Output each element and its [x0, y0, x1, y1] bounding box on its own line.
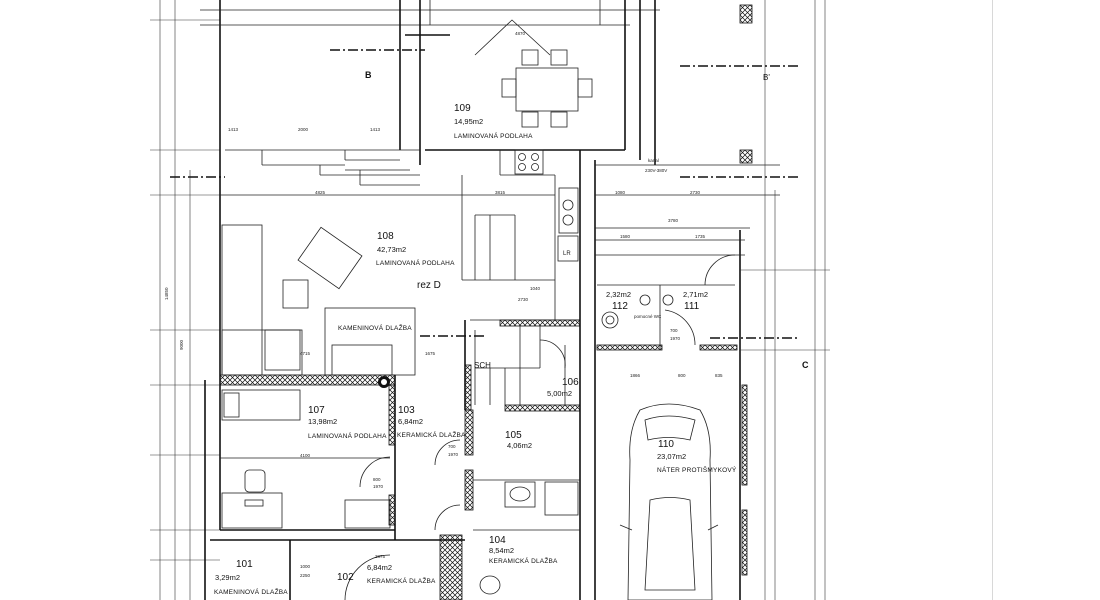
- dimension-label: 13,98m2: [308, 417, 337, 426]
- dimension-label: 14,95m2: [454, 117, 483, 126]
- dimension-label: 2250: [300, 573, 311, 578]
- dimension-label: 2875: [375, 554, 386, 559]
- dimension-label: 700: [448, 444, 456, 449]
- dimension-label: 4100: [300, 453, 311, 458]
- dimension-label: 6,84m2: [367, 563, 392, 572]
- dimension-label: 4825: [315, 190, 326, 195]
- stairs-label: SCH: [474, 361, 491, 370]
- dimension-label: 1413: [228, 127, 239, 132]
- dimension-label: 101: [236, 559, 253, 570]
- dimension-label: 103: [398, 405, 415, 416]
- dim: 14850: [164, 287, 169, 300]
- dimension-label: 2,71m2: [683, 290, 708, 299]
- dimension-label: 800: [678, 373, 686, 378]
- dimension-label: LAMINOVANÁ PODLAHA: [376, 258, 455, 267]
- dimension-label: 1413: [370, 127, 381, 132]
- dimension-label: KAMENINOVÁ DLAŽBA: [214, 587, 288, 596]
- dimension-label: 1080: [615, 190, 626, 195]
- dimension-label: 108: [377, 231, 394, 242]
- dimension-label: 2000: [298, 127, 309, 132]
- dimension-label: 1580: [620, 234, 631, 239]
- dimension-label: 111: [684, 301, 700, 312]
- dimension-label: NÁTER PROTIŠMYKOVÝ: [657, 465, 737, 474]
- dim: 9000: [179, 339, 184, 350]
- dimension-label: 104: [489, 535, 506, 546]
- dimension-label: KERAMICKÁ DLAŽBA: [489, 556, 558, 565]
- dimension-label: 4715: [300, 351, 311, 356]
- dimension-label: 107: [308, 405, 325, 416]
- dimension-label: 700: [670, 328, 678, 333]
- dimension-label: 105: [505, 430, 522, 441]
- dimension-label: 42,73m2: [377, 245, 406, 254]
- dimension-label: 835: [715, 373, 723, 378]
- page-edge: [992, 0, 993, 600]
- dimension-label: 3,29m2: [215, 573, 240, 582]
- dimension-label: 4870: [515, 31, 526, 36]
- dimension-label: LAMINOVANÁ PODLAHA: [454, 131, 533, 140]
- section-cuts: B B' C rez D SCH kanal 230V-380V: [170, 49, 809, 370]
- dimension-texts: 1413 2000 1413 4825 3815 1080 2730 1580 …: [228, 31, 723, 578]
- stone-floor-label: KAMENINOVÁ DLAŽBA: [338, 323, 412, 332]
- section-b-label: B: [365, 70, 372, 80]
- dimension-label: 112: [612, 301, 628, 312]
- dimension-label: 1970: [670, 336, 681, 341]
- dimension-label: 1040: [530, 286, 541, 291]
- stairs: [474, 326, 566, 405]
- dimension-label: 800: [373, 477, 381, 482]
- dimension-label: 4,06m2: [507, 441, 532, 450]
- section-b2-label: B': [763, 73, 770, 82]
- dimension-label: LAMINOVANÁ PODLAHA: [308, 431, 387, 440]
- dimension-label: 3815: [495, 190, 506, 195]
- car-drawing: [619, 403, 719, 600]
- dimension-label: 2730: [690, 190, 701, 195]
- duct-label: kanal: [648, 158, 659, 163]
- dimension-label: 2,32m2: [606, 290, 631, 299]
- dimension-label: 1735: [695, 234, 706, 239]
- dimension-label: 23,07m2: [657, 452, 686, 461]
- dimension-lines-left: 14850 9000: [150, 0, 220, 600]
- dimension-label: pomocné WC: [634, 314, 662, 319]
- dimension-label: 1000: [300, 564, 311, 569]
- dimension-label: 3780: [668, 218, 679, 223]
- dimension-label: 110: [658, 439, 674, 450]
- room-111: 2,71m2 111: [683, 290, 708, 312]
- dimension-label: 106: [562, 377, 579, 388]
- room-112: 2,32m2 112 pomocné WC: [606, 290, 662, 319]
- dimension-label: 5,00m2: [547, 389, 572, 398]
- section-d-label: rez D: [417, 280, 441, 291]
- dimension-label: 1866: [630, 373, 641, 378]
- section-c-label: C: [802, 360, 809, 370]
- dimension-label: KERAMICKÁ DLAŽBA: [397, 430, 466, 439]
- voltage-label: 230V-380V: [645, 168, 667, 173]
- dimension-label: 1970: [448, 452, 459, 457]
- dimension-label: 8,54m2: [489, 546, 514, 555]
- walls: LR: [200, 0, 830, 600]
- dimension-label: 2730: [518, 297, 529, 302]
- dimension-label: KERAMICKÁ DLAŽBA: [367, 576, 436, 585]
- dimension-label: 109: [454, 103, 471, 114]
- dimension-label: 1970: [373, 484, 384, 489]
- fridge-label: LR: [563, 251, 571, 257]
- dimension-label: 102: [337, 572, 354, 583]
- dimension-label: 1675: [425, 351, 436, 356]
- dimension-label: 6,84m2: [398, 417, 423, 426]
